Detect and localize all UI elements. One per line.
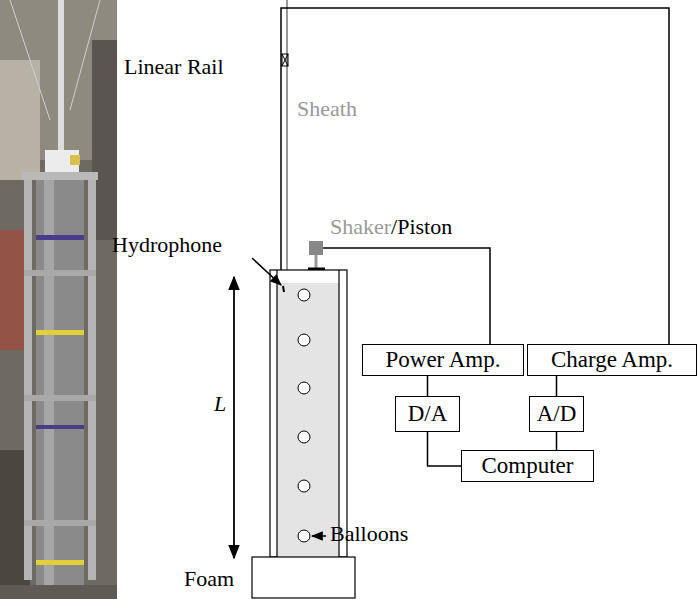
process-box: Computer [461, 450, 594, 482]
part-label: /Piston [391, 215, 452, 239]
part-label: Shaker [330, 215, 391, 239]
box-label: Power Amp. [386, 347, 501, 372]
part-label: Hydrophone [112, 233, 222, 257]
rail-carriage [282, 54, 288, 66]
part-label: Linear Rail [124, 55, 224, 79]
process-box: Power Amp. [362, 344, 524, 376]
apparatus-photo [0, 0, 117, 599]
water-tube [270, 270, 347, 557]
shaker-symbol [309, 241, 323, 255]
piston-stem [315, 255, 318, 268]
sheath-line [286, 0, 288, 284]
box-label: Computer [482, 453, 574, 478]
balloon-symbols [298, 289, 310, 542]
signal-wire [428, 432, 462, 466]
box-label: Charge Amp. [551, 347, 673, 372]
leader-arrow [252, 258, 281, 285]
part-label: Sheath [297, 97, 357, 121]
box-label: D/A [408, 401, 448, 426]
process-box: A/D [529, 396, 584, 432]
signal-wire [556, 376, 558, 396]
part-label: Foam [184, 567, 234, 591]
leader-arrow [312, 535, 326, 537]
part-label: L [214, 392, 226, 416]
box-label: A/D [537, 401, 577, 426]
process-box: Charge Amp. [527, 344, 697, 376]
signal-wire [556, 432, 558, 450]
hydrophone-symbol [283, 286, 284, 292]
signal-wire [427, 376, 429, 396]
part-label: Balloons [330, 522, 408, 546]
length-arrow [233, 277, 235, 558]
process-box: D/A [395, 396, 460, 432]
foam-block [252, 557, 355, 598]
